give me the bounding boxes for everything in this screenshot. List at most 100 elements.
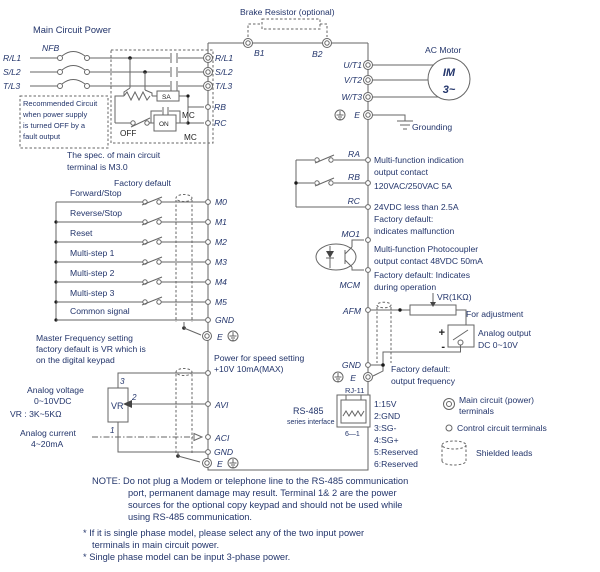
led-icon [326,251,334,258]
mc-coil-label: MC [184,133,197,142]
main-power-title: Main Circuit Power [33,25,111,35]
terminal-m2: M2 [215,237,227,247]
analog-output-line2: DC 0~10V [478,340,518,350]
phase-label-t: T/L3 [3,81,20,91]
terminal-gnd-analog: GND [205,447,233,457]
rs485-pin-2: 2:GND [374,411,400,421]
notes: NOTE: Do not plug a Modem or telephone l… [83,476,408,562]
v-t2-label: V/T2 [344,75,362,85]
recommended-circuit-note: Recommended Circuit when power supply is… [19,95,109,149]
gnd-analog-label: GND [214,447,233,457]
aci-arrowhead [193,432,204,442]
for-adjustment-label: For adjustment [466,309,524,319]
rs485-pin-range: 6—1 [345,431,360,438]
rb-left-label: RB [214,102,226,112]
vr-label: VR [111,401,124,411]
motor-im: IM [443,67,456,79]
terminal-mo1: MO1 [341,229,371,243]
master-freq-line3: on the digital keypad [36,355,115,365]
terminal-m1: M1 [215,217,227,227]
adjust-arrowhead [430,302,436,307]
input-label-m2: Reset [70,228,93,238]
rs485-pin-3: 3:SG- [374,423,397,433]
photo-desc-3: Factory default: Indicates [374,270,470,280]
relay-desc-1: Multi-function indication [374,155,464,165]
factory-default-label: Factory default [114,178,171,188]
master-freq-line2: factory default is VR which is [36,344,146,354]
rs485-label: RS-485 [293,406,324,416]
meter-minus: - [441,341,445,353]
relay-desc-4: 24VDC less than 2.5A [374,202,459,212]
note-line1: NOTE: Do not plug a Modem or telephone l… [92,476,408,486]
phase-label-s: S/L2 [3,67,21,77]
afm-default-line2: output frequency [391,376,456,386]
power-speed-line2: +10V 10mA(MAX) [214,364,284,374]
terminal-afm: AFM [342,306,371,316]
relay-desc-5: Factory default: [374,214,433,224]
input-row-common: Common signal GND [56,306,234,325]
legend: Main circuit (power) terminals Control c… [441,395,547,466]
spec-note-line2: terminal is M3.0 [67,162,128,172]
grounding-label: Grounding [412,122,452,132]
terminal-mcm: MCM [339,267,371,290]
terminal-m5: M5 [215,297,227,307]
terminal-w-t3: W/T3 [341,92,373,102]
terminal-rc-left: RC [205,118,227,128]
legend-main-line2: terminals [459,406,494,416]
afm-vr-label: VR(1KΩ) [437,292,472,302]
input-row-m5: Multi-step 3 M5 [56,288,227,307]
e-inputs-label: E [217,332,223,342]
rs485-pin-6: 6:Reserved [374,459,418,469]
photocoupler-section: MO1 MCM Multi-function Photocoupler outp… [315,229,483,292]
note-line3: sources for the optional copy keypad and… [128,500,402,510]
mc-contact-label: MC [182,111,195,120]
rs485-sub-label: series interface [287,419,335,426]
photo-desc-4: during operation [374,282,436,292]
relay-desc-3: 120VAC/250VAC 5A [374,181,452,191]
terminal-e-analog: E [176,452,239,469]
relay-output-section: RA RB RC Multi-function indication outpu… [294,149,464,236]
input-label-m5: Multi-step 3 [70,288,115,298]
legend-control-terminal-icon [445,424,453,432]
grounding: Grounding [372,114,452,132]
afm-label: AFM [342,306,362,316]
rs485-pin-5: 5:Reserved [374,447,418,457]
aci-label: ACI [214,433,230,443]
input-label-m0: Forward/Stop [70,188,122,198]
shield-channel-afm [376,301,392,363]
vr-pin3: 3 [120,377,125,386]
input-row-m0: Forward/Stop M0 [56,188,227,207]
terminal-gnd-right: GND [342,360,371,370]
input-row-m4: Multi-step 2 M4 [56,268,227,287]
photo-desc-1: Multi-function Photocoupler [374,244,478,254]
sa-label: SA [162,94,171,101]
terminal-ra: RA [348,149,371,163]
b1-label: B1 [254,48,265,58]
shield-channel-inputs [175,194,193,322]
e-analog-label: E [217,459,223,469]
photo-desc-2: output contact 48VDC 50mA [374,256,483,266]
terminal-gnd-inputs: GND [215,315,234,325]
power-speed-line1: Power for speed setting [214,353,305,363]
recommended-note-line2: when power supply [22,110,87,119]
note-bullet1-line2: terminals in main circuit power. [92,540,219,550]
mc-control-circuit: SA OFF ON MC MC [110,49,214,144]
analog-current-line2: 4~20mA [31,439,64,449]
analog-voltage-line1: Analog voltage [27,385,84,395]
terminal-u-t1: U/T1 [343,60,373,70]
off-label: OFF [120,129,136,138]
vr-pin2: 2 [131,393,137,402]
legend-main-terminal-icon [443,398,455,410]
terminal-m0: M0 [215,197,227,207]
motor-section: IM 3~ AC Motor U/T1 V/T2 W/T3 E Groundin… [334,45,471,132]
avi-label: AVI [214,400,229,410]
terminal-aci: ACI [205,433,230,443]
input-label-m3: Multi-step 1 [70,248,115,258]
vr-pin1: 1 [110,426,115,435]
terminal-e-top: E [334,109,373,121]
nfb-label: NFB [42,43,59,53]
input-row-m1: Reverse/Stop M1 [56,208,227,227]
analog-voltage-line2: 0~10VDC [34,396,72,406]
w-t3-label: W/T3 [341,92,362,102]
